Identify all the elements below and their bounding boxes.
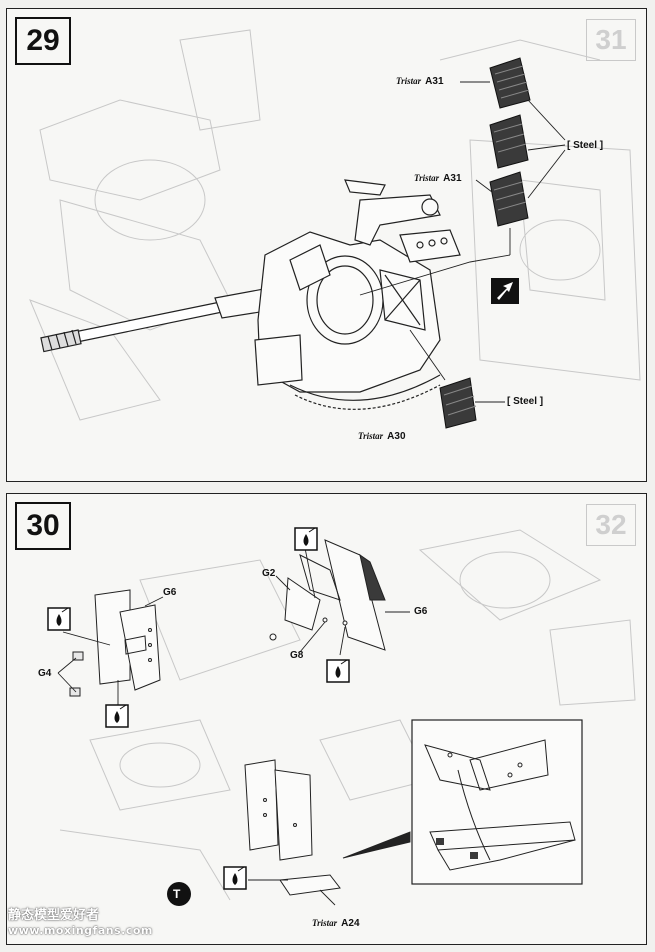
label-g4: G4	[38, 668, 52, 679]
leader-lines-29	[359, 81, 566, 403]
gun-assembly	[40, 179, 461, 410]
leader-lines-30-right	[275, 547, 410, 656]
label-steel-bottom: [ Steel ]	[507, 396, 544, 407]
attach-symbol-icon	[491, 278, 519, 304]
leader-lines-30-lower	[248, 831, 411, 906]
site-watermark: 静态模型爱好者 www.moxingfans.com	[8, 908, 153, 938]
detail-inset	[411, 719, 583, 885]
glue-icon-right-bottom	[326, 659, 350, 683]
step-number-29: 29	[15, 17, 71, 65]
step-number-30: 30	[15, 502, 71, 550]
magazine-a31-middle	[489, 114, 529, 169]
label-g8: G8	[290, 650, 304, 661]
plate-g6-left	[94, 589, 161, 691]
plate-g6-right	[269, 539, 386, 651]
magazine-a31-top	[489, 57, 531, 109]
glue-icon-left-top	[47, 607, 71, 631]
label-steel-top: [ Steel ]	[567, 140, 604, 151]
leader-lines-30-left	[57, 596, 164, 705]
watermark-url: www.moxingfans.com	[8, 924, 153, 937]
magazine-a30	[439, 377, 477, 429]
glue-icon-left-bottom	[105, 704, 129, 728]
watermark-title: 静态模型爱好者	[8, 908, 100, 923]
ghost-background-30	[59, 529, 636, 901]
t-marker-label: T	[173, 887, 181, 901]
glue-icon-right-top	[294, 527, 318, 551]
label-g6-left: G6	[163, 587, 177, 598]
t-marker-icon	[167, 882, 191, 906]
ghost-step-number-31: 31	[586, 19, 636, 61]
magazine-a31-lower	[489, 171, 529, 227]
glue-icon-lower	[223, 866, 247, 890]
ghost-step-number-32: 32	[586, 504, 636, 546]
label-g6-right: G6	[414, 606, 428, 617]
label-g2: G2	[262, 568, 276, 579]
plate-assembly-a24	[244, 759, 341, 896]
part-g4-pieces	[69, 651, 84, 697]
